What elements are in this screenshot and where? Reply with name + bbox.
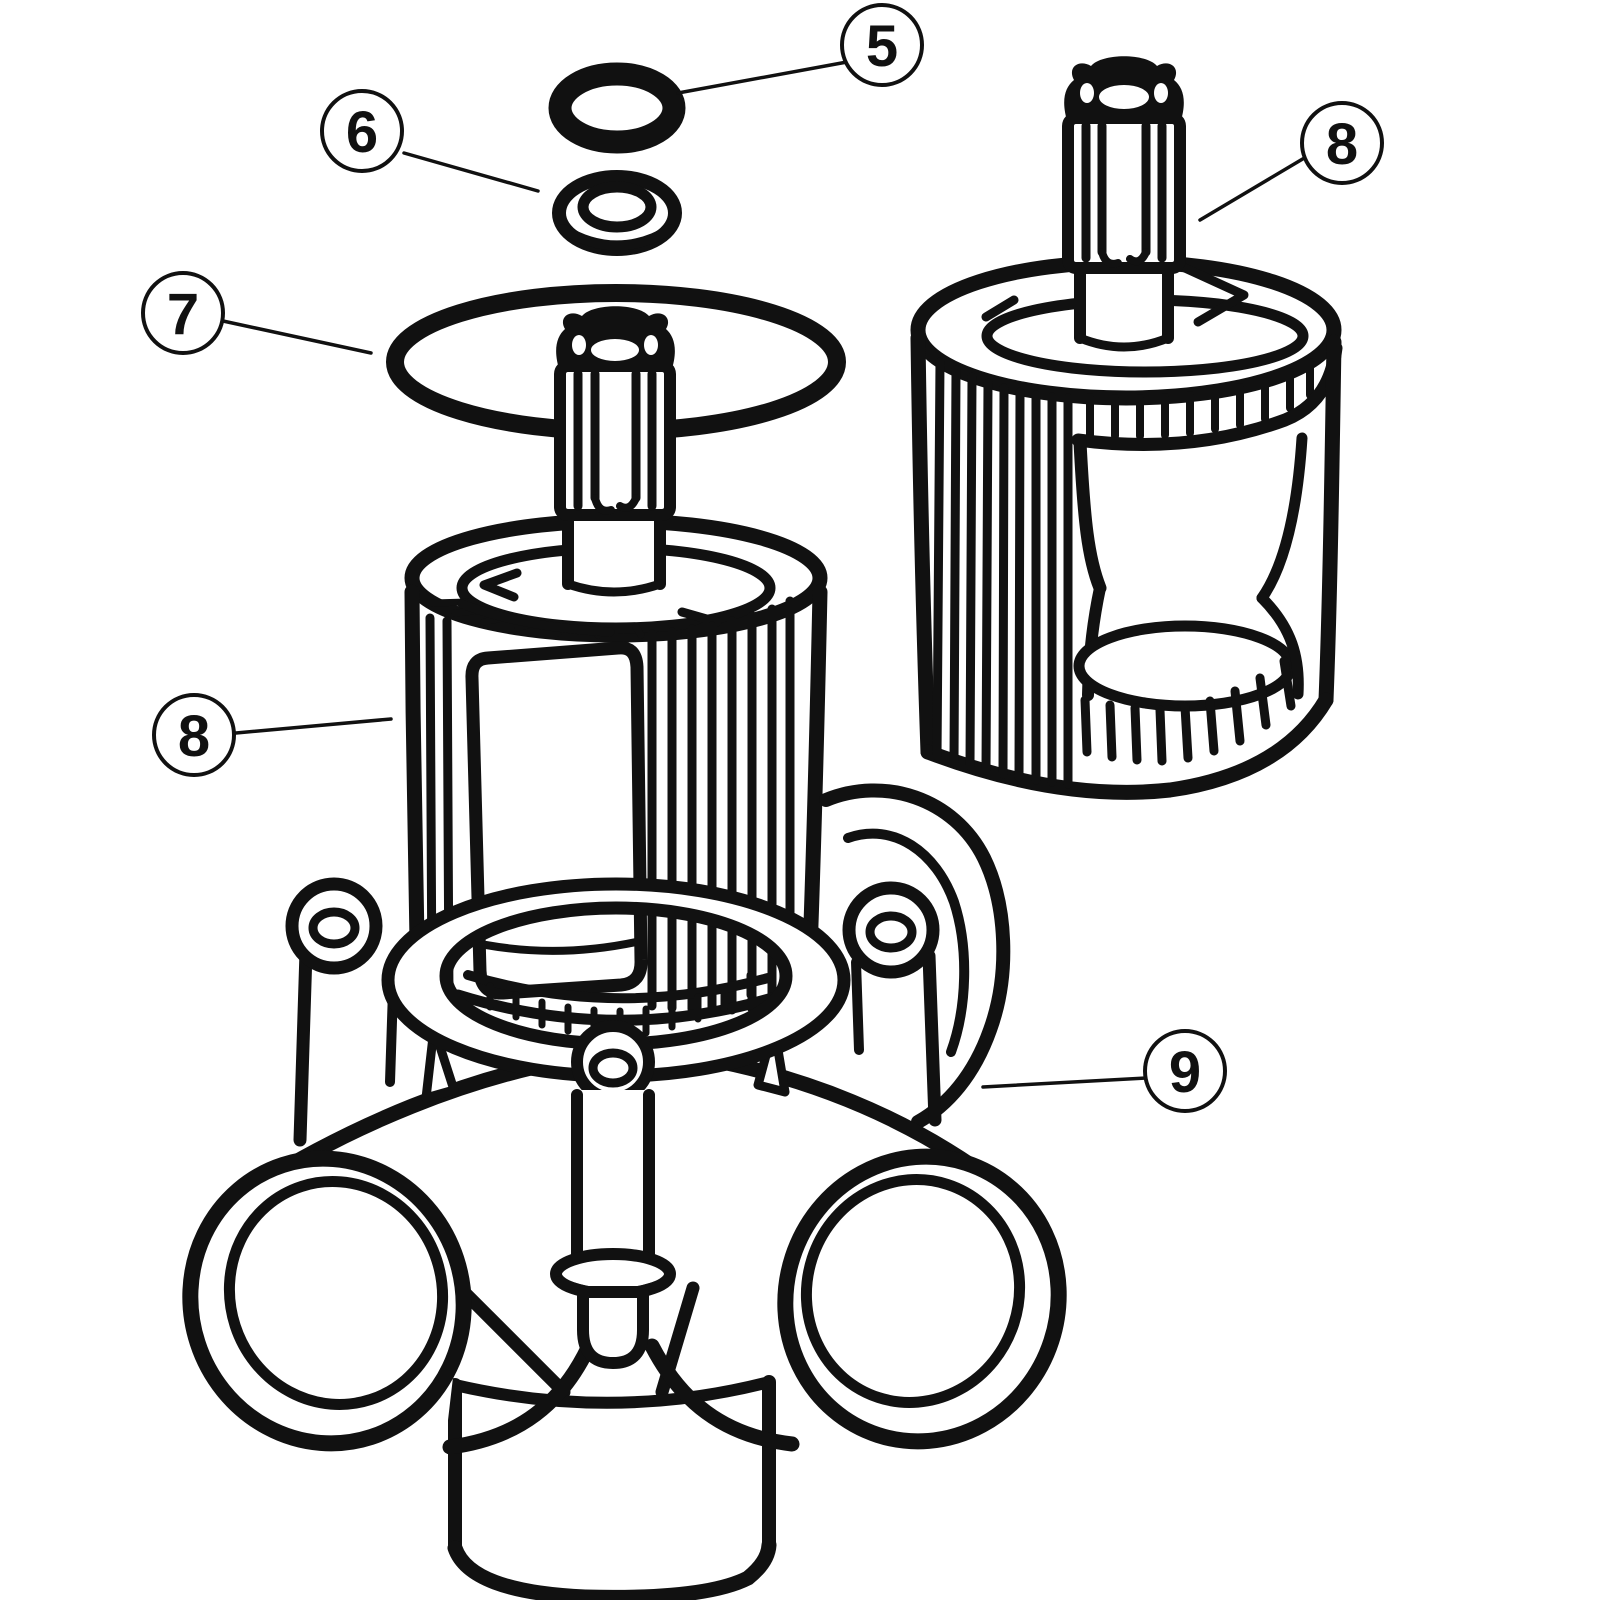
callout-label-8-left: 8 <box>178 704 210 769</box>
rim-ticks-right-part <box>1086 358 1314 440</box>
stem-cap-hole-right <box>1099 85 1149 109</box>
callout-bubble-8-right <box>1300 101 1384 185</box>
valve-stem <box>550 1089 676 1369</box>
left-port <box>182 1054 596 1455</box>
callout-label-7: 7 <box>167 282 199 347</box>
leader-line-8-right <box>1198 155 1308 222</box>
bottom-ticks-main <box>486 971 754 1040</box>
o-ring-part <box>548 62 686 154</box>
diverter-main-part <box>404 513 828 1040</box>
spline-grooves-main <box>573 369 657 515</box>
callout-bubble-6 <box>320 89 404 173</box>
leader-line-6 <box>402 151 540 193</box>
leader-line-8-left <box>234 717 393 735</box>
callout-bubble-5 <box>840 3 924 87</box>
diverter-right-part <box>910 56 1343 800</box>
bottom-ticks-right-part <box>1080 656 1296 766</box>
leader-line-7 <box>221 319 373 355</box>
stem-cap-hole-main <box>591 339 639 361</box>
callout-label-8-right: 8 <box>1326 112 1358 177</box>
callout-label-9: 9 <box>1169 1040 1201 1105</box>
body-ribs-right-part <box>932 357 1073 789</box>
right-port <box>644 1050 1067 1452</box>
spline-grooves-right <box>1081 121 1167 268</box>
callout-label-5: 5 <box>866 14 898 79</box>
callout-bubble-8-left <box>152 693 236 777</box>
callout-label-6: 6 <box>346 100 378 165</box>
flange-ring <box>381 877 851 1083</box>
callout-bubble-7 <box>141 271 225 355</box>
leader-line-5 <box>676 60 849 95</box>
valve-body-part <box>182 783 1067 1600</box>
callouts: 5 6 7 8 8 9 <box>141 3 1384 1113</box>
leader-line-9 <box>981 1076 1148 1089</box>
body-ribs-main <box>425 596 795 1015</box>
callout-bubble-9 <box>1143 1029 1227 1113</box>
seal-ring-part <box>552 170 682 256</box>
diverter-main-shaft <box>554 306 676 597</box>
